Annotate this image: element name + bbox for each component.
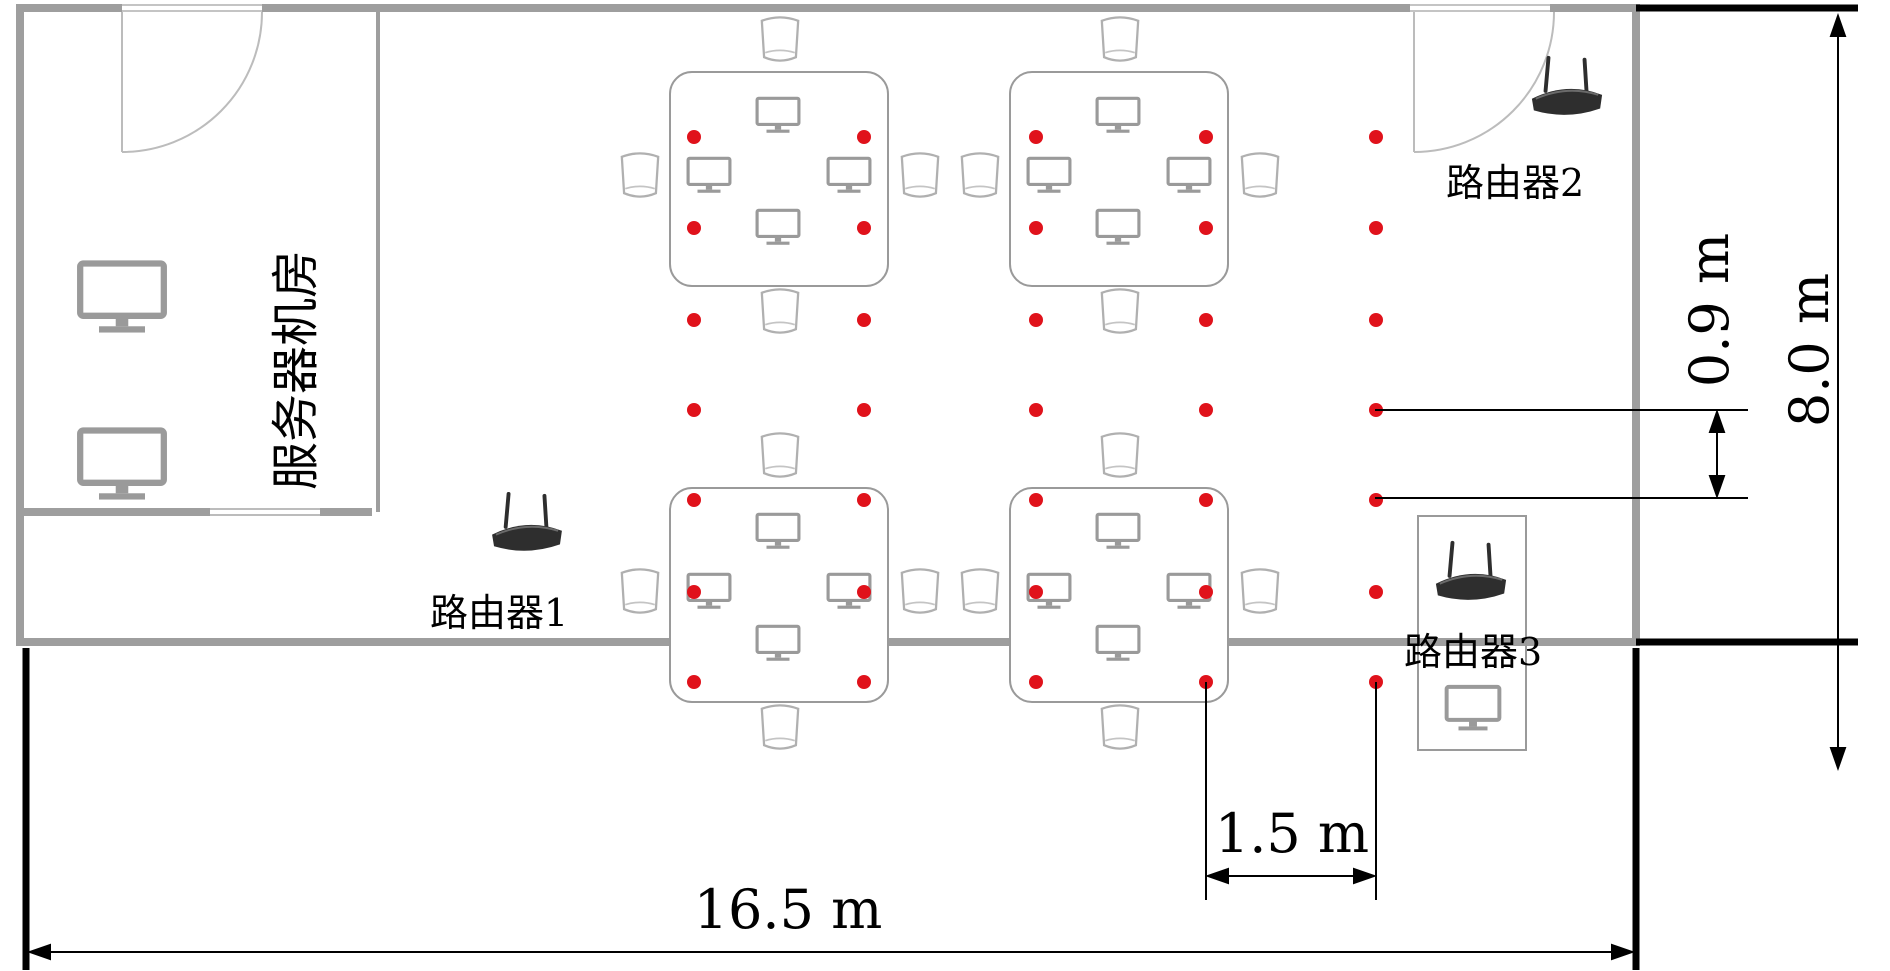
sample-point	[1029, 130, 1043, 144]
sample-point	[1369, 493, 1383, 507]
row-spacing-label: 0.9 m	[1678, 233, 1741, 387]
sample-point	[1199, 221, 1213, 235]
sample-point	[687, 493, 701, 507]
router1-label: 路由器1	[430, 591, 568, 635]
sample-point	[1029, 585, 1043, 599]
table	[620, 432, 940, 750]
table	[960, 16, 1280, 334]
sample-point	[1029, 403, 1043, 417]
monitor-icon	[80, 431, 164, 500]
sample-point	[1029, 221, 1043, 235]
sample-point	[1369, 313, 1383, 327]
door-icon	[1410, 3, 1555, 153]
sample-point	[687, 403, 701, 417]
chair-icon	[960, 152, 1000, 198]
sample-point	[1029, 313, 1043, 327]
chair-icon	[1100, 16, 1140, 62]
chair-icon	[1240, 568, 1280, 614]
chair-icon	[620, 152, 660, 198]
chair-icon	[760, 288, 800, 334]
sample-point	[687, 221, 701, 235]
chair-icon	[760, 432, 800, 478]
sample-point	[1369, 130, 1383, 144]
sample-point	[687, 313, 701, 327]
table	[960, 432, 1280, 750]
side-cabinet	[1417, 515, 1527, 751]
sample-point	[857, 493, 871, 507]
sample-point	[687, 585, 701, 599]
chair-icon	[1100, 704, 1140, 750]
server-room-label: 服务器机房	[268, 250, 324, 490]
chair-icon	[1240, 152, 1280, 198]
sample-point	[857, 221, 871, 235]
sample-point	[687, 130, 701, 144]
door-icon	[121, 3, 263, 153]
sample-point	[1199, 585, 1213, 599]
chair-icon	[900, 568, 940, 614]
sample-point	[1369, 585, 1383, 599]
sample-point	[1199, 493, 1213, 507]
sample-point	[1029, 493, 1043, 507]
sample-point	[687, 675, 701, 689]
router2-label: 路由器2	[1446, 161, 1584, 205]
chair-icon	[1100, 432, 1140, 478]
sample-point	[857, 403, 871, 417]
chair-icon	[960, 568, 1000, 614]
sample-point	[857, 313, 871, 327]
monitor-icon	[80, 264, 164, 333]
chair-icon	[900, 152, 940, 198]
router-icon	[490, 492, 564, 553]
work-tables	[620, 16, 1280, 750]
sample-point	[857, 675, 871, 689]
chair-icon	[760, 16, 800, 62]
dimension-lines	[26, 12, 1847, 961]
column-spacing-label: 1.5 m	[1215, 802, 1369, 865]
width-dimension-label: 16.5 m	[694, 878, 883, 941]
sample-point	[1199, 130, 1213, 144]
chair-icon	[760, 704, 800, 750]
sample-point	[1199, 313, 1213, 327]
monitor-icon	[1447, 687, 1500, 731]
table	[620, 16, 940, 334]
sample-point	[1199, 403, 1213, 417]
chair-icon	[1100, 288, 1140, 334]
sample-point	[857, 130, 871, 144]
sample-point	[1029, 675, 1043, 689]
chair-icon	[620, 568, 660, 614]
sample-point	[857, 585, 871, 599]
router3-label: 路由器3	[1404, 630, 1542, 674]
server-room: 服务器机房	[80, 250, 324, 500]
sample-point	[1369, 221, 1383, 235]
sample-points	[687, 130, 1383, 689]
height-dimension-label: 8.0 m	[1778, 273, 1841, 427]
router-icon	[1433, 540, 1509, 602]
